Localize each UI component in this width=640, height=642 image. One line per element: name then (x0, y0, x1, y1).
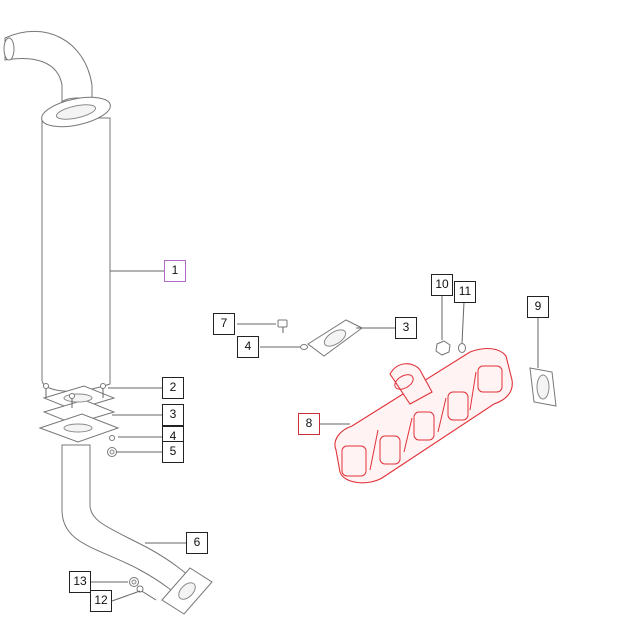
callout-7-bolt[interactable]: 7 (213, 313, 235, 335)
nut-13[interactable] (129, 577, 139, 587)
washer-4[interactable] (300, 344, 308, 350)
flange-nut-5[interactable] (107, 447, 117, 457)
gasket-3[interactable] (307, 319, 363, 357)
callout-9-gasket[interactable]: 9 (527, 296, 549, 318)
callout-12-bolt[interactable]: 12 (90, 590, 112, 612)
leader-lines (91, 270, 539, 602)
callout-8-exhaust-manifold[interactable]: 8 (298, 413, 320, 435)
gasket-9[interactable] (529, 367, 557, 407)
callout-13-nut[interactable]: 13 (69, 571, 91, 593)
muffler[interactable] (39, 92, 113, 392)
exhaust-pipe-flange[interactable] (161, 567, 213, 615)
bolt-7[interactable] (277, 319, 288, 333)
callout-6-exhaust-pipe[interactable]: 6 (186, 532, 208, 554)
muffler-flange-stack[interactable] (38, 383, 120, 443)
callout-2-bolt[interactable]: 2 (162, 377, 184, 399)
callout-5-nut[interactable]: 5 (162, 441, 184, 463)
bolt-12[interactable] (136, 585, 157, 601)
exhaust-manifold[interactable] (334, 347, 513, 484)
nut-10[interactable] (435, 340, 451, 356)
callout-4-washer-upper[interactable]: 4 (237, 336, 259, 358)
callout-10-nut[interactable]: 10 (431, 274, 453, 296)
flange-washer-4[interactable] (109, 435, 115, 441)
callout-3-gasket[interactable]: 3 (162, 404, 184, 426)
callout-11-washer[interactable]: 11 (454, 281, 476, 303)
washer-11[interactable] (458, 343, 466, 353)
callout-3-gasket-upper[interactable]: 3 (395, 317, 417, 339)
callout-1-muffler[interactable]: 1 (164, 260, 186, 282)
